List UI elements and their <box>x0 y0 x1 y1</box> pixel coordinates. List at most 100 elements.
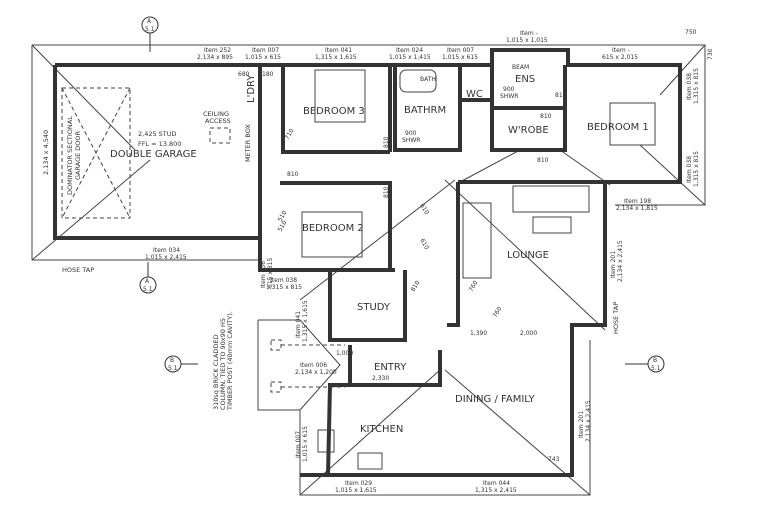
bath-tub <box>399 69 437 93</box>
room-label-study: STUDY <box>357 302 391 313</box>
room-label-garage: DOUBLE GARAGE <box>110 149 197 160</box>
label-windows-5-size: 1,015 x 1,015 <box>506 37 548 44</box>
label-windows-5-item: Item - <box>520 30 538 37</box>
bath-label: BATH <box>420 76 436 83</box>
roof-outline <box>31 44 706 496</box>
label-dimensions-d1000: 1,000 <box>336 350 353 357</box>
label-dimensions-doors-5: 810 <box>555 92 567 99</box>
sofa-side <box>462 202 492 279</box>
label-windows-3-item: Item 024 <box>396 47 423 54</box>
room-label-wc: WC <box>466 89 483 100</box>
label-section_markers-1-letter: A <box>145 278 150 285</box>
label-dimensions-d750: 750 <box>685 29 697 36</box>
section-marker-a-bottom: A5.1 <box>139 262 157 294</box>
label-dimensions-doors-13: 610 <box>418 238 430 252</box>
room-label-entry: ENTRY <box>374 362 407 373</box>
room-label-lounge: LOUNGE <box>507 250 549 261</box>
label-windows-17-item: Item 029 <box>345 480 372 487</box>
label-windows-16-size: 1,015 x 615 <box>302 426 309 462</box>
column-note-1: 310sq BRICK CLADDED <box>212 334 220 410</box>
label-windows-7-item: Item 038 <box>686 73 693 100</box>
label-windows-1-item: Item 007 <box>252 47 279 54</box>
bed-bedroom3 <box>314 69 366 123</box>
coffee-table <box>532 216 572 234</box>
section-marker-b-right: B5.1 <box>625 355 665 373</box>
label-windows-2-size: 1,315 x 1,615 <box>315 54 357 61</box>
ceiling-access-line2: ACCESS <box>205 117 231 125</box>
label-windows-13-size: 1,315 x 1,615 <box>302 300 309 342</box>
label-windows-19-item: Item 036 <box>260 261 267 288</box>
label-windows-12-size: 1,315 x 815 <box>266 284 302 291</box>
room-label-bathrm: BATHRM <box>404 105 446 116</box>
label-windows-8-item: Item 038 <box>686 156 693 183</box>
label-windows-1-size: 1,015 x 615 <box>245 54 281 61</box>
label-dimensions-d680: 680 <box>238 71 250 78</box>
label-windows-15-item: Item 201 <box>578 411 585 438</box>
garage-door-line2: GARAGE DOOR <box>74 130 82 180</box>
cooktop <box>317 429 335 453</box>
label-section_markers-0-letter: A <box>147 18 152 25</box>
label-windows-18-size: 1,315 x 2,415 <box>475 487 517 494</box>
label-windows-2-item: Item 041 <box>325 47 352 54</box>
sofa <box>512 185 590 213</box>
column-note-3: TIMBER POST (40mm CAVITY). <box>226 311 234 411</box>
label-windows-4-item: Item 007 <box>447 47 474 54</box>
label-windows-12-item: Item 038 <box>270 277 297 284</box>
meter-box-note: METER BOX <box>244 124 252 162</box>
stud-note: 2,425 STUD <box>138 130 177 138</box>
garage-door-line1: DOMINATOR SECTIONAL <box>66 116 74 195</box>
room-label-ens: ENS <box>515 74 535 85</box>
room-label-bedroom3: BEDROOM 3 <box>303 106 365 117</box>
column-note-2: COLUMN, TIED TO 90x90 H5 <box>219 318 227 410</box>
label-dimensions-doors-7: 710 <box>284 127 296 141</box>
bed-bedroom1 <box>609 102 656 146</box>
label-windows-9-size: 2,134 x 1,815 <box>616 205 658 212</box>
label-windows-6-item: Item - <box>612 47 630 54</box>
label-dimensions-doors-8: 510 <box>277 209 289 223</box>
label-section_markers-2-sheet: 5.1 <box>168 365 178 372</box>
label-windows-17-size: 1,015 x 1,615 <box>335 487 377 494</box>
label-dimensions-doors-3: 810 <box>540 113 552 120</box>
label-dimensions-doors-0: 810 <box>287 171 299 178</box>
label-dimensions-d730: 730 <box>707 48 714 60</box>
room-label-wrobe: W'ROBE <box>508 125 549 136</box>
hose-tap-label: HOSE TAP <box>62 266 94 274</box>
label-windows-10-size: 2,134 x 2,415 <box>617 240 624 282</box>
label-dimensions-doors-4: 810 <box>537 157 549 164</box>
shwr-ens-size: 900 <box>503 86 515 93</box>
label-windows-0-size: 2,134 x 895 <box>197 54 233 61</box>
label-windows-18-item: Item 044 <box>483 480 510 487</box>
label-windows-15-size: 2,134 x 2,415 <box>585 400 592 442</box>
label-windows-0-item: Item 252 <box>204 47 231 54</box>
room-label-dining: DINING / FAMILY <box>455 394 536 405</box>
label-windows-13-item: Item 041 <box>295 311 302 338</box>
room-label-kitchen: KITCHEN <box>360 424 403 435</box>
dimensions: 750 730 680 180 1,390 2,000 743 1,000 2,… <box>238 29 714 463</box>
shwr-bath-label: SHWR <box>402 137 420 144</box>
label-dimensions-doors-6: 810 <box>410 279 422 293</box>
label-windows-14-item: Item 006 <box>300 362 327 369</box>
ffl-note: FFL = 13.800 <box>138 140 181 148</box>
label-dimensions-doors-10: 760 <box>468 279 480 293</box>
garage-door <box>61 87 131 219</box>
section-marker-b-left: B5.1 <box>164 355 198 373</box>
beam-label: BEAM <box>512 64 529 71</box>
label-windows-19-size: 615 x 815 <box>267 258 274 288</box>
label-windows-16-item: Item 007 <box>295 431 302 458</box>
garage-door-size: 2,134 x 4,540 <box>42 130 50 175</box>
label-windows-7-size: 1,315 x 815 <box>693 68 700 104</box>
shwr-ens-label: SHWR <box>500 93 518 100</box>
label-windows-6-size: 615 x 2,015 <box>602 54 638 61</box>
label-windows-9-item: Item 198 <box>624 198 651 205</box>
label-section_markers-1-sheet: 5.1 <box>143 286 153 293</box>
hose-tap-right-label: HOSE TAP <box>612 302 620 334</box>
label-windows-3-size: 1,015 x 1,415 <box>389 54 431 61</box>
room-label-ldry: L'DRY <box>246 74 257 103</box>
label-section_markers-3-letter: B <box>653 357 657 364</box>
label-windows-8-size: 1,315 x 815 <box>693 151 700 187</box>
label-section_markers-2-letter: B <box>170 357 174 364</box>
sink <box>357 452 383 470</box>
label-windows-10-item: Item 201 <box>610 251 617 278</box>
